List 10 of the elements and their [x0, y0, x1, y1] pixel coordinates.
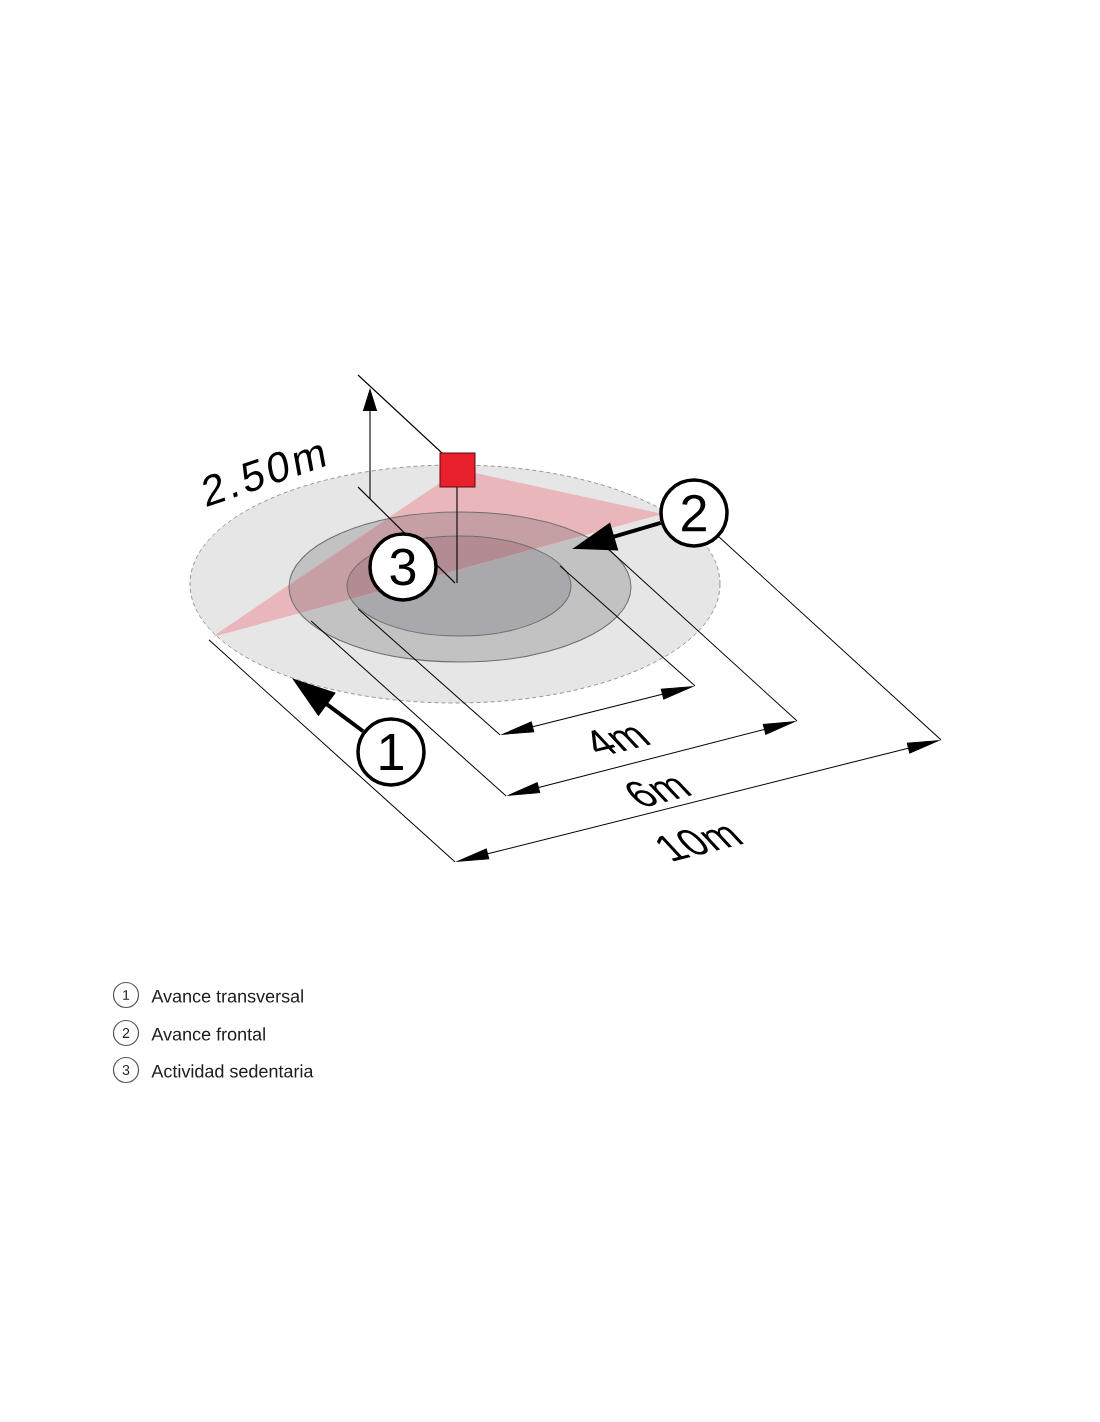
dimension-label: 6m	[626, 778, 693, 807]
dimension-label: 10m	[656, 826, 744, 862]
dimension-label: 2.50m	[203, 445, 326, 507]
dimension-label: 4m	[591, 727, 652, 754]
callout-number: 1	[356, 717, 426, 787]
legend-text: Actividad sedentaria	[151, 1064, 314, 1078]
legend-text: Avance transversal	[151, 989, 303, 1003]
legend-text: Avance frontal	[151, 1027, 265, 1041]
callout-number: 3	[368, 532, 438, 602]
callout-number: 2	[659, 478, 729, 548]
